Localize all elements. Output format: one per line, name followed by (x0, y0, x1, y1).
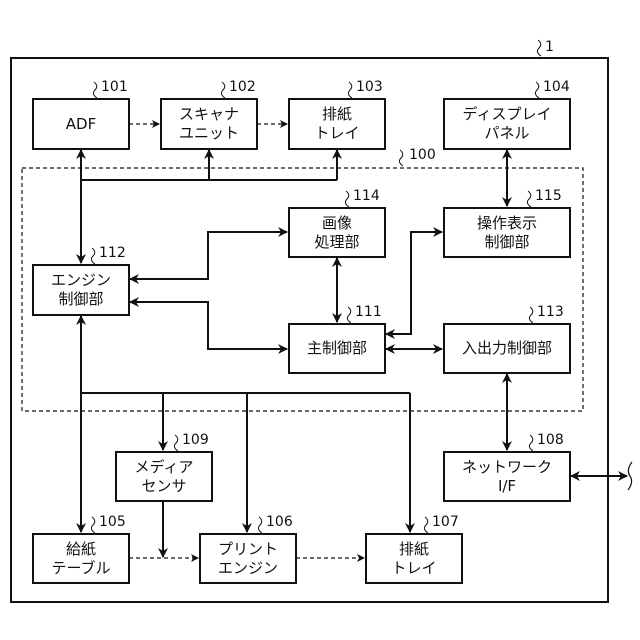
block-label: I/F (498, 477, 516, 496)
block-network-if: ネットワーク I/F (443, 451, 571, 502)
external-network-mark (628, 462, 632, 490)
block-label: テーブル (51, 559, 110, 578)
block-media-sensor: メディア センサ (115, 451, 213, 502)
block-label: 制御部 (484, 233, 529, 252)
block-label: ADF (66, 115, 96, 134)
ref-io-controller: 113 (537, 304, 564, 320)
ref-network-if: 108 (537, 432, 564, 448)
block-operation-display-controller: 操作表示 制御部 (443, 207, 571, 258)
block-label: センサ (141, 477, 186, 496)
block-label: 入出力制御部 (462, 339, 552, 358)
block-print-engine: プリント エンジン (199, 533, 297, 584)
ref-print-engine: 106 (266, 514, 293, 530)
block-image-processor: 画像 処理部 (288, 207, 386, 258)
block-main-controller: 主制御部 (288, 323, 386, 374)
block-label: 給紙 (66, 540, 96, 559)
block-label: 主制御部 (307, 339, 367, 358)
block-label: スキャナ (179, 105, 239, 124)
block-scanner-unit: スキャナ ユニット (160, 98, 258, 150)
block-label: 操作表示 (477, 214, 537, 233)
ref-engine-controller: 112 (99, 245, 126, 261)
block-adf: ADF (32, 98, 130, 150)
ref-operation-display-controller: 115 (535, 188, 562, 204)
block-label: エンジン (218, 559, 278, 578)
block-label: メディア (135, 458, 194, 477)
block-label: プリント (218, 540, 278, 559)
arrow-engine-image (130, 232, 287, 279)
block-output-tray-bottom: 排紙 トレイ (365, 533, 463, 584)
block-label: ディスプレイ (463, 105, 552, 124)
ref-media-sensor: 109 (182, 432, 209, 448)
ref-apparatus: 1 (545, 39, 554, 55)
block-label: 制御部 (58, 290, 103, 309)
block-label: 排紙 (322, 105, 352, 124)
ref-display-panel: 104 (543, 79, 570, 95)
ref-scanner-unit: 102 (229, 79, 256, 95)
block-io-controller: 入出力制御部 (443, 323, 571, 374)
block-label: 排紙 (399, 540, 429, 559)
block-label: トレイ (391, 559, 436, 578)
block-label: エンジン (51, 271, 111, 290)
block-label: ネットワーク (462, 458, 552, 477)
block-display-panel: ディスプレイ パネル (443, 98, 571, 150)
block-engine-controller: エンジン 制御部 (32, 264, 130, 316)
ref-paper-feed-table: 105 (99, 514, 126, 530)
block-label: 処理部 (314, 233, 359, 252)
block-paper-feed-table: 給紙 テーブル (32, 533, 130, 584)
ref-output-tray-top: 103 (356, 79, 383, 95)
ref-image-processor: 114 (353, 188, 380, 204)
block-label: トレイ (314, 124, 359, 143)
block-label: 画像 (322, 214, 352, 233)
arrow-engine-main (130, 302, 287, 349)
ref-output-tray-bottom: 107 (432, 514, 459, 530)
block-label: パネル (484, 124, 529, 143)
arrow-main-opctrl (386, 232, 442, 334)
block-output-tray-top: 排紙 トレイ (288, 98, 386, 150)
block-label: ユニット (179, 124, 239, 143)
ref-main-controller: 111 (355, 304, 382, 320)
ref-adf: 101 (101, 79, 128, 95)
ref-controller: 100 (409, 147, 436, 163)
